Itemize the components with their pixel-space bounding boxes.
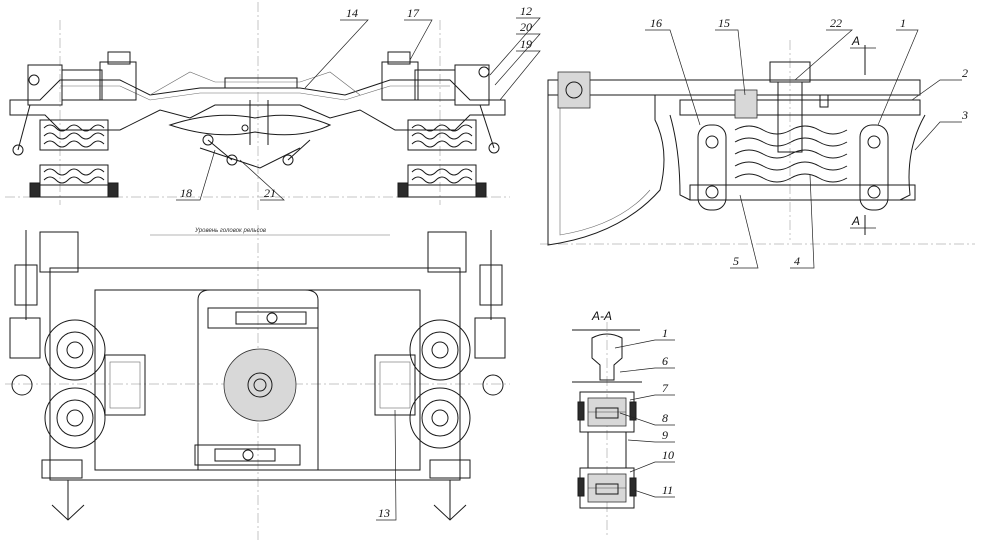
label-15: 15: [718, 16, 730, 30]
label-14: 14: [346, 6, 358, 20]
label-18: 18: [180, 186, 192, 200]
label-7: 7: [662, 381, 669, 395]
section-marker-top: A: [851, 34, 860, 48]
section-a-a-view: A-A: [572, 309, 642, 535]
plan-view: Уровень головок рельсов: [5, 225, 510, 540]
label-13: 13: [378, 506, 390, 520]
label-10: 10: [662, 448, 674, 462]
label-11: 11: [662, 483, 673, 497]
section-marker-bottom: A: [851, 214, 860, 228]
label-2: 2: [962, 66, 968, 80]
side-elevation-view: [5, 2, 510, 210]
label-8: 8: [662, 411, 668, 425]
label-1-top: 1: [900, 16, 906, 30]
callouts-side-elevation: 14 17 12 20 19 18 21: [176, 4, 541, 201]
callouts-section-a-a: 1 6 7 8 9 10 11: [614, 326, 675, 498]
left-spring-lower: [43, 168, 105, 184]
rail-level-note: Уровень головок рельсов: [194, 228, 266, 234]
label-21: 21: [264, 186, 276, 200]
label-5: 5: [733, 254, 739, 268]
label-3: 3: [961, 108, 968, 122]
left-wheelset: [9, 230, 106, 521]
label-20: 20: [520, 20, 532, 34]
label-22: 22: [830, 16, 842, 30]
label-12: 12: [520, 4, 532, 18]
label-4: 4: [794, 254, 800, 268]
label-1-section: 1: [662, 326, 668, 340]
section-title: A-A: [591, 309, 612, 323]
callouts-suspension-view: 16 15 22 1 2 3 5 4: [645, 16, 968, 269]
central-spring-stack: [734, 125, 848, 183]
left-spring-upper: [43, 124, 105, 148]
right-wheelset: [409, 230, 506, 521]
right-spring-upper: [411, 124, 473, 148]
label-6: 6: [662, 354, 668, 368]
suspension-view: A A: [540, 34, 975, 246]
label-16: 16: [650, 16, 662, 30]
label-17: 17: [407, 6, 420, 20]
right-spring-lower: [411, 168, 473, 184]
callouts-plan-view: 13: [376, 409, 397, 521]
label-9: 9: [662, 428, 668, 442]
label-19: 19: [520, 37, 532, 51]
